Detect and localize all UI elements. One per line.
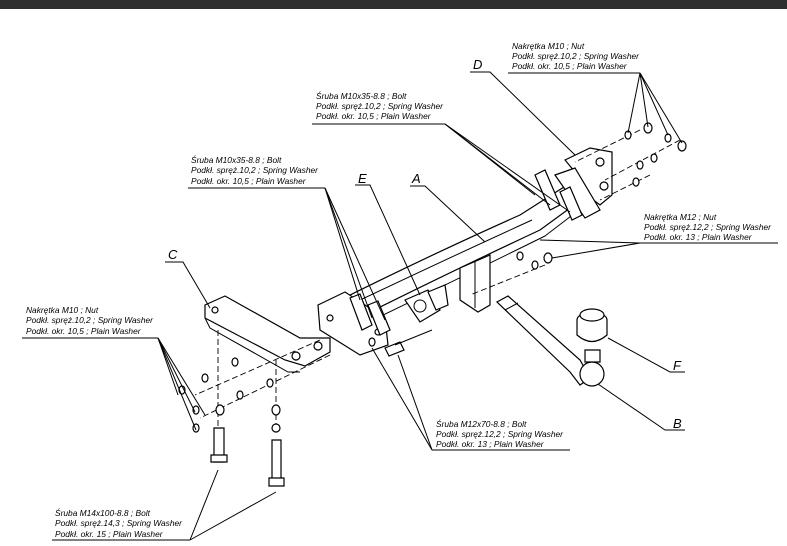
bolts	[210, 169, 583, 487]
fasteners	[178, 122, 687, 433]
leader-lines	[22, 71, 778, 541]
letter-a: A	[411, 171, 421, 186]
callout-bolt-m12-bottom: Śruba M12x70-8.8 ; Bolt Podkł. spręż.12,…	[436, 418, 564, 449]
letter-b: B	[673, 416, 682, 431]
svg-text:Nakrętka M12 ; Nut: Nakrętka M12 ; Nut	[644, 212, 717, 222]
svg-text:Śruba M12x70-8.8 ; Bolt: Śruba M12x70-8.8 ; Bolt	[436, 418, 527, 429]
svg-text:Śruba M10x35-8.8 ; Bolt: Śruba M10x35-8.8 ; Bolt	[191, 154, 282, 165]
svg-text:Podkł. okr. 15 ; Plain Washer: Podkł. okr. 15 ; Plain Washer	[55, 529, 164, 539]
letter-d: D	[473, 57, 482, 72]
callout-nut-top-right: Nakrętka M10 ; Nut Podkł. spręż.10,2 ; S…	[512, 41, 640, 71]
svg-text:Podkł. okr. 13 ; Plain Washer: Podkł. okr. 13 ; Plain Washer	[644, 232, 753, 242]
callout-bolt-left-center: Śruba M10x35-8.8 ; Bolt Podkł. spręż.10,…	[191, 154, 319, 186]
svg-text:Podkł. okr. 10,5 ; Plain Washe: Podkł. okr. 10,5 ; Plain Washer	[191, 176, 307, 186]
svg-text:Podkł. okr. 10,5 ; Plain Washe: Podkł. okr. 10,5 ; Plain Washer	[316, 111, 432, 121]
letter-e: E	[358, 171, 367, 186]
callout-bolt-top-center: Śruba M10x35-8.8 ; Bolt Podkł. spręż.10,…	[316, 90, 444, 121]
callout-nut-left: Nakrętka M10 ; Nut Podkł. spręż.10,2 ; S…	[26, 305, 154, 336]
svg-text:Nakrętka M10 ; Nut: Nakrętka M10 ; Nut	[26, 305, 99, 315]
svg-text:Nakrętka M10 ; Nut: Nakrętka M10 ; Nut	[512, 41, 585, 51]
svg-text:Podkł. spręż.12,2 ; Spring Was: Podkł. spręż.12,2 ; Spring Washer	[644, 222, 772, 232]
letter-c: C	[168, 247, 178, 262]
svg-text:Podkł. spręż.10,2 ; Spring Was: Podkł. spręż.10,2 ; Spring Washer	[512, 51, 640, 61]
svg-text:Podkł. spręż.14,3 ; Spring Was: Podkł. spręż.14,3 ; Spring Washer	[55, 518, 183, 528]
ball-cap-f	[576, 308, 608, 343]
svg-text:Podkł. okr. 13 ; Plain Washer: Podkł. okr. 13 ; Plain Washer	[436, 439, 545, 449]
callout-bolt-m14-bottom: Śruba M14x100-8.8 ; Bolt Podkł. spręż.14…	[55, 507, 183, 539]
svg-text:Śruba M10x35-8.8 ; Bolt: Śruba M10x35-8.8 ; Bolt	[316, 90, 407, 101]
svg-text:Podkł. spręż.10,2 ; Spring Was: Podkł. spręż.10,2 ; Spring Washer	[316, 101, 444, 111]
svg-text:Podkł. spręż.12,2 ; Spring Was: Podkł. spręż.12,2 ; Spring Washer	[436, 429, 564, 439]
svg-text:Śruba M14x100-8.8 ; Bolt: Śruba M14x100-8.8 ; Bolt	[55, 507, 151, 518]
svg-text:Podkł. okr. 10,5 ; Plain Washe: Podkł. okr. 10,5 ; Plain Washer	[512, 61, 628, 71]
svg-text:Podkł. spręż.10,2 ; Spring Was: Podkł. spręż.10,2 ; Spring Washer	[191, 165, 319, 175]
svg-text:Podkł. spręż.10,2 ; Spring Was: Podkł. spręż.10,2 ; Spring Washer	[26, 315, 154, 325]
callout-nut-m12-right: Nakrętka M12 ; Nut Podkł. spręż.12,2 ; S…	[644, 212, 772, 242]
socket-plate-e	[404, 284, 449, 323]
ball-mount-bracket	[459, 254, 491, 313]
svg-text:Podkł. okr. 10,5 ; Plain Washe: Podkł. okr. 10,5 ; Plain Washer	[26, 326, 142, 336]
letter-f: F	[673, 358, 682, 373]
bracket-c	[204, 295, 331, 373]
top-edge-bar	[0, 0, 787, 9]
ball-neck-b	[495, 295, 605, 387]
